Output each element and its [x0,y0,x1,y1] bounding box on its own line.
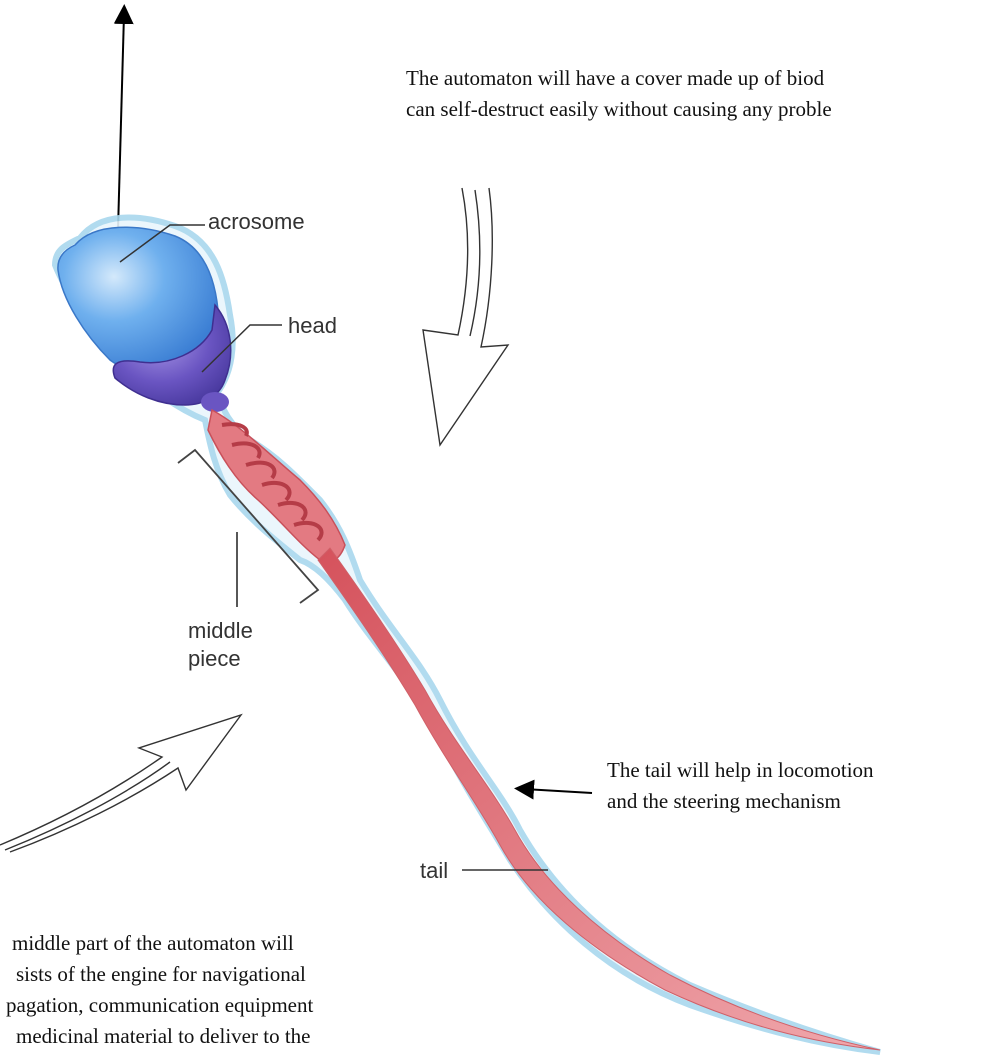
middle-note-line4: medicinal material to deliver to the [0,1021,420,1052]
middle-piece-label-line2: piece [188,645,253,673]
middle-note-line1: middle part of the automaton will [0,928,420,959]
tail-note-line1: The tail will help in locomotion [607,755,874,786]
middle-note-line3: pagation, communication equipment [0,990,420,1021]
tail-note-line2: and the steering mechanism [607,786,874,817]
hollow-arrow-up [0,715,241,852]
cover-note-line1: The automaton will have a cover made up … [406,63,988,94]
middle-piece-label: middle piece [188,617,253,673]
cover-note-line2: can self-destruct easily without causing… [406,94,988,125]
cover-note: The automaton will have a cover made up … [406,63,988,125]
head-neck [201,392,229,412]
hollow-arrow-down [423,188,508,445]
tail-note: The tail will help in locomotion and the… [607,755,874,817]
middle-note-line2: sists of the engine for navigational [0,959,420,990]
middle-piece-label-line1: middle [188,617,253,645]
tail-note-arrow [524,789,592,793]
tail-label: tail [420,857,448,885]
head-label: head [288,312,337,340]
acrosome-label: acrosome [208,208,305,236]
middle-part-note: middle part of the automaton will sists … [0,928,420,1052]
top-pointer-arrow [118,14,124,230]
